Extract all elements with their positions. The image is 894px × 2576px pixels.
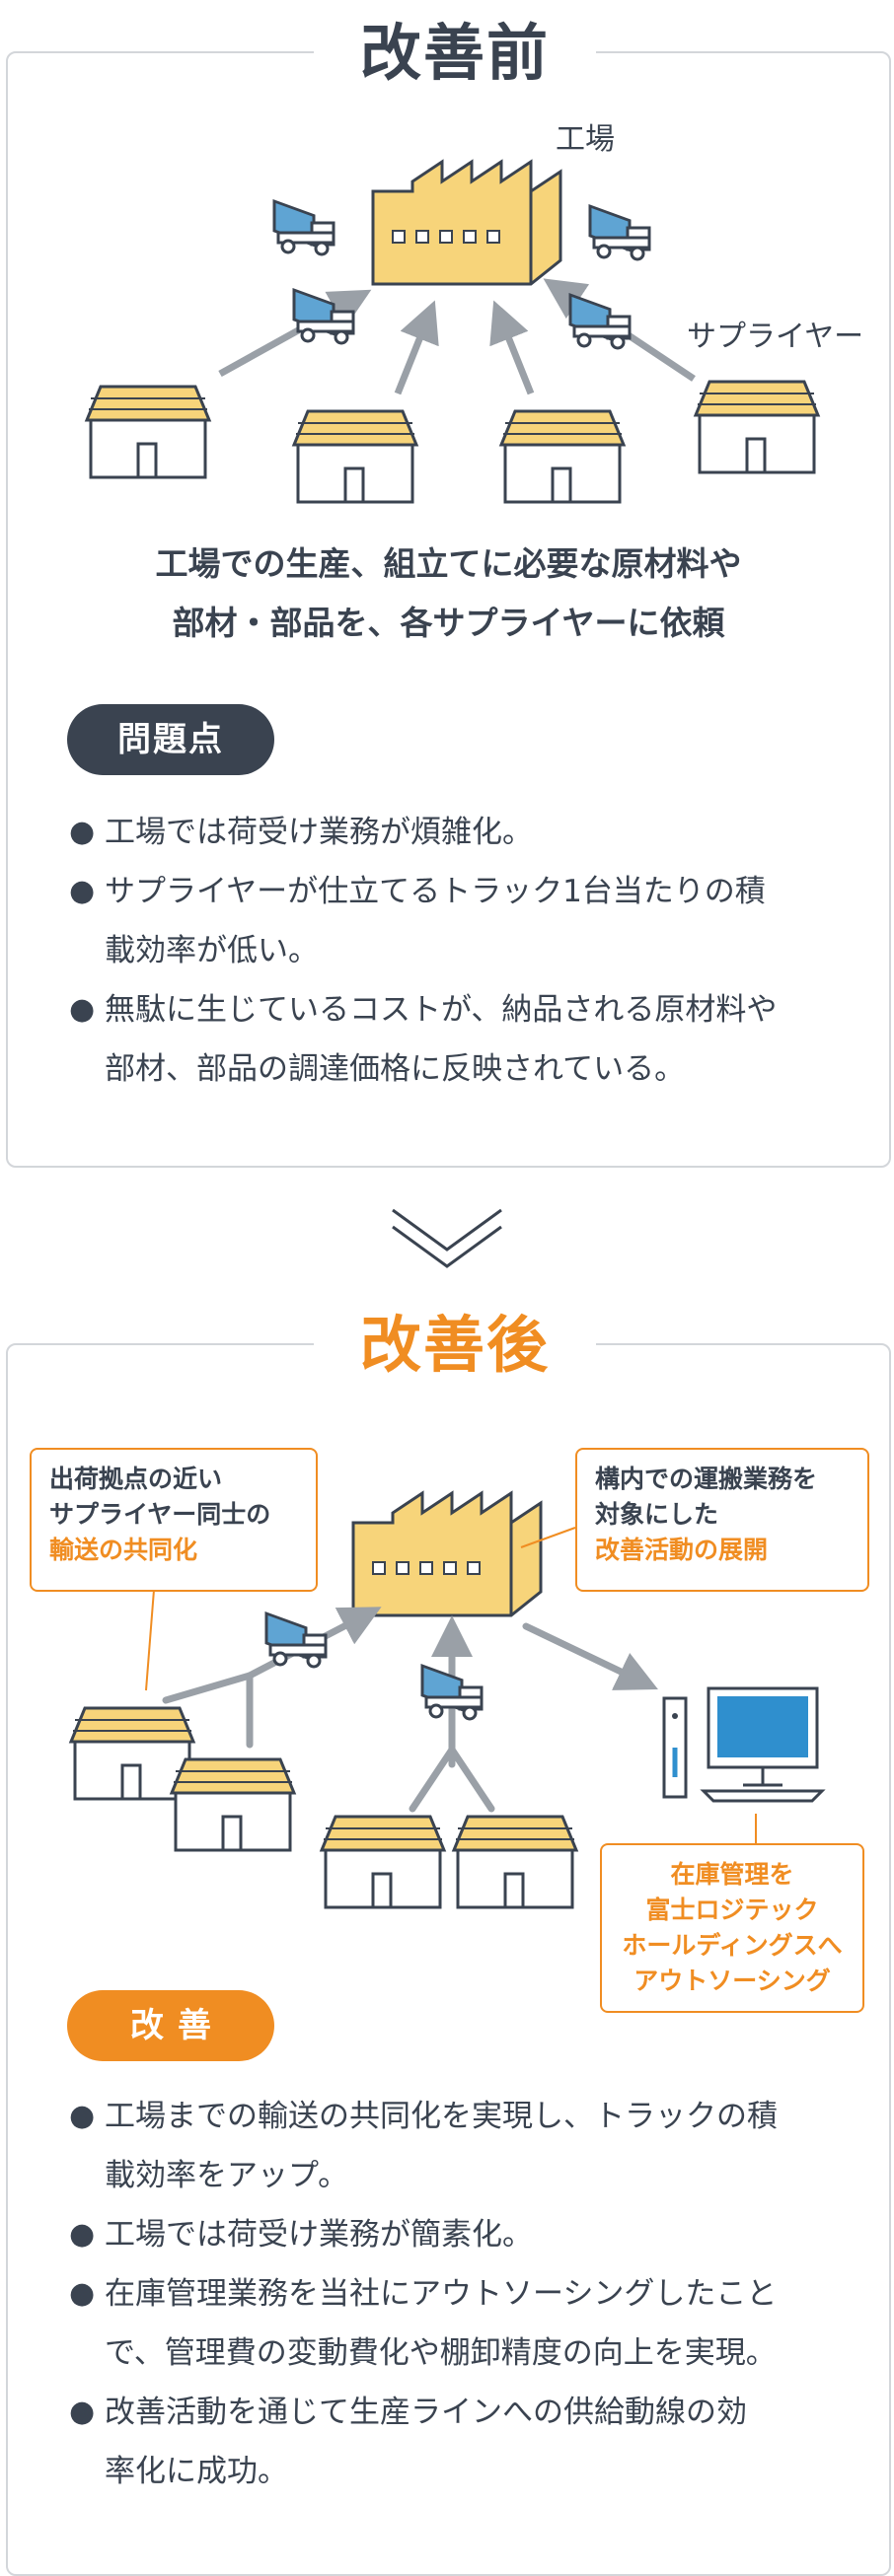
supplier-house-icon: [85, 385, 211, 479]
supplier-house-icon: [292, 409, 418, 504]
factory-label: 工場: [556, 122, 615, 157]
before-title: 改善前: [314, 19, 596, 88]
truck-icon: [292, 288, 355, 345]
factory-icon: [351, 1490, 543, 1617]
list-item: 在庫管理業務を当社にアウトソーシングしたことで、管理費の変動費化や棚卸精度の向上…: [69, 2264, 858, 2383]
computer-icon: [662, 1686, 826, 1803]
truck-icon: [264, 1611, 328, 1669]
supplier-house-icon: [320, 1815, 446, 1909]
callout-joint-transport: 出荷拠点の近い サプライヤー同士の 輸送の共同化: [30, 1448, 318, 1592]
supplier-house-icon: [452, 1815, 578, 1909]
factory-icon: [371, 159, 562, 286]
supplier-house-icon: [694, 380, 820, 474]
after-diagram: [69, 1490, 826, 1909]
improvement-badge: 改善: [67, 1990, 274, 2061]
list-item: 無駄に生じているコストが、納品される原材料や部材、部品の調達価格に反映されている…: [69, 980, 858, 1099]
before-diagram: [85, 159, 820, 504]
after-panel: 改善後: [6, 1311, 891, 2576]
before-panel: 改善前: [6, 19, 891, 1168]
truck-icon: [272, 199, 335, 256]
before-caption: 工場での生産、組立てに必要な原材料や 部材・部品を、各サプライヤーに依頼: [155, 544, 742, 642]
problem-list: 工場では荷受け業務が煩雑化。 サプライヤーが仕立てるトラック1台当たりの積載効率…: [69, 803, 858, 1099]
callout-improvement: 構内での運搬業務を 対象にした 改善活動の展開: [575, 1448, 869, 1592]
problem-badge: 問題点: [67, 704, 274, 775]
list-item: 工場では荷受け業務が煩雑化。: [69, 803, 858, 862]
truck-icon: [588, 204, 651, 261]
list-item: 工場では荷受け業務が簡素化。: [69, 2205, 858, 2264]
truck-icon: [568, 293, 632, 350]
after-title: 改善後: [314, 1311, 596, 1380]
supplier-label: サプライヤー: [687, 320, 864, 354]
supplier-house-icon: [499, 409, 626, 504]
chevron-down-icon: [392, 1208, 502, 1268]
callout-outsourcing: 在庫管理を 富士ロジテック ホールディングスへ アウトソーシング: [600, 1843, 864, 2013]
supplier-house-icon: [170, 1757, 296, 1852]
